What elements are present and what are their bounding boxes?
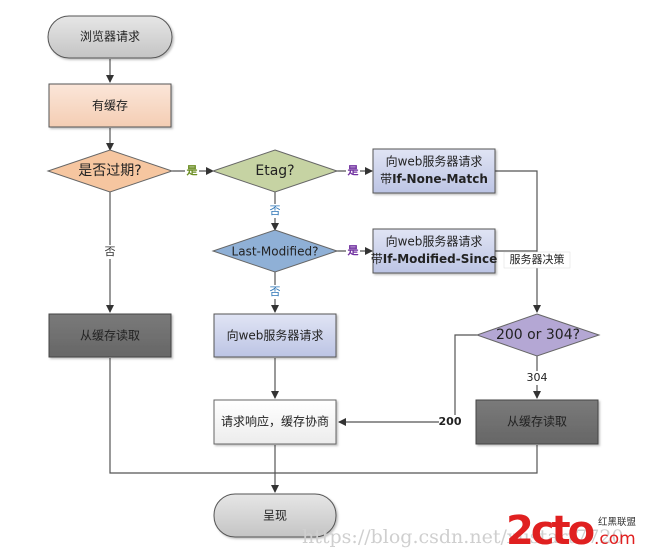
node-read-cache-left-label: 从缓存读取 xyxy=(80,329,140,343)
node-etag-label: Etag? xyxy=(255,163,294,179)
watermark-logo-suffix: .com xyxy=(594,529,636,549)
node-200-304-label: 200 or 304? xyxy=(496,327,580,343)
edge-left-cache-to-present xyxy=(109,358,275,474)
node-req-none-match-header: If-None-Match xyxy=(392,172,488,186)
label-lastmod-no: 否 xyxy=(270,285,281,298)
node-lastmod-label: Last-Modified? xyxy=(232,245,319,259)
node-read-cache-right-label: 从缓存读取 xyxy=(507,415,567,429)
watermark: https://blog.csdn.net/xustart7720 2cto .… xyxy=(302,508,637,554)
node-req-none-match xyxy=(372,148,496,194)
label-200: 200 xyxy=(439,415,462,428)
watermark-logo-cn: 红黑联盟 xyxy=(598,516,637,528)
node-200-304-decision xyxy=(475,313,601,357)
node-req-mod-since-prefix: 带 xyxy=(371,252,383,266)
watermark-url: https://blog.csdn.net/xustart7720 xyxy=(302,526,624,548)
node-request-server-label: 向web服务器请求 xyxy=(227,328,324,343)
label-expired-yes: 是 xyxy=(186,164,199,177)
node-read-cache-right xyxy=(475,399,599,445)
label-server-decision: 服务器决策 xyxy=(510,252,565,266)
node-browser-request-label: 浏览器请求 xyxy=(80,29,140,44)
node-req-none-match-prefix: 带 xyxy=(380,172,392,186)
node-request-server xyxy=(213,313,337,358)
node-expired-label: 是否过期? xyxy=(78,163,141,179)
node-req-none-match-line1: 向web服务器请求 xyxy=(386,154,483,169)
node-lastmod-decision xyxy=(211,229,339,273)
node-response-negotiate-label: 请求响应，缓存协商 xyxy=(221,414,329,429)
node-expired-decision xyxy=(46,149,174,193)
edges xyxy=(106,59,541,493)
node-present xyxy=(213,493,337,538)
label-304: 304 xyxy=(527,371,548,384)
node-response-negotiate xyxy=(213,399,337,445)
node-req-mod-since-line2: 带If-Modified-Since xyxy=(371,252,498,266)
edge-none-match-to-decision xyxy=(495,170,541,313)
node-present-label: 呈现 xyxy=(263,509,287,523)
label-expired-no: 否 xyxy=(105,245,116,258)
watermark-logo: 2cto xyxy=(506,508,594,554)
label-lastmod-yes: 是 xyxy=(347,244,360,257)
node-req-mod-since-line1: 向web服务器请求 xyxy=(386,234,483,249)
node-etag-decision xyxy=(211,149,339,193)
node-req-mod-since xyxy=(372,228,496,274)
node-has-cache xyxy=(48,83,172,128)
label-etag-yes: 是 xyxy=(347,164,360,177)
node-req-none-match-line2: 带If-None-Match xyxy=(380,172,488,186)
label-etag-no: 否 xyxy=(270,204,281,217)
node-has-cache-label: 有缓存 xyxy=(92,99,128,113)
node-browser-request xyxy=(47,15,173,59)
node-req-mod-since-header: If-Modified-Since xyxy=(383,252,498,266)
node-read-cache-left xyxy=(48,313,172,358)
edge-decision-200 xyxy=(338,334,477,426)
edge-right-cache-to-present xyxy=(275,445,538,474)
